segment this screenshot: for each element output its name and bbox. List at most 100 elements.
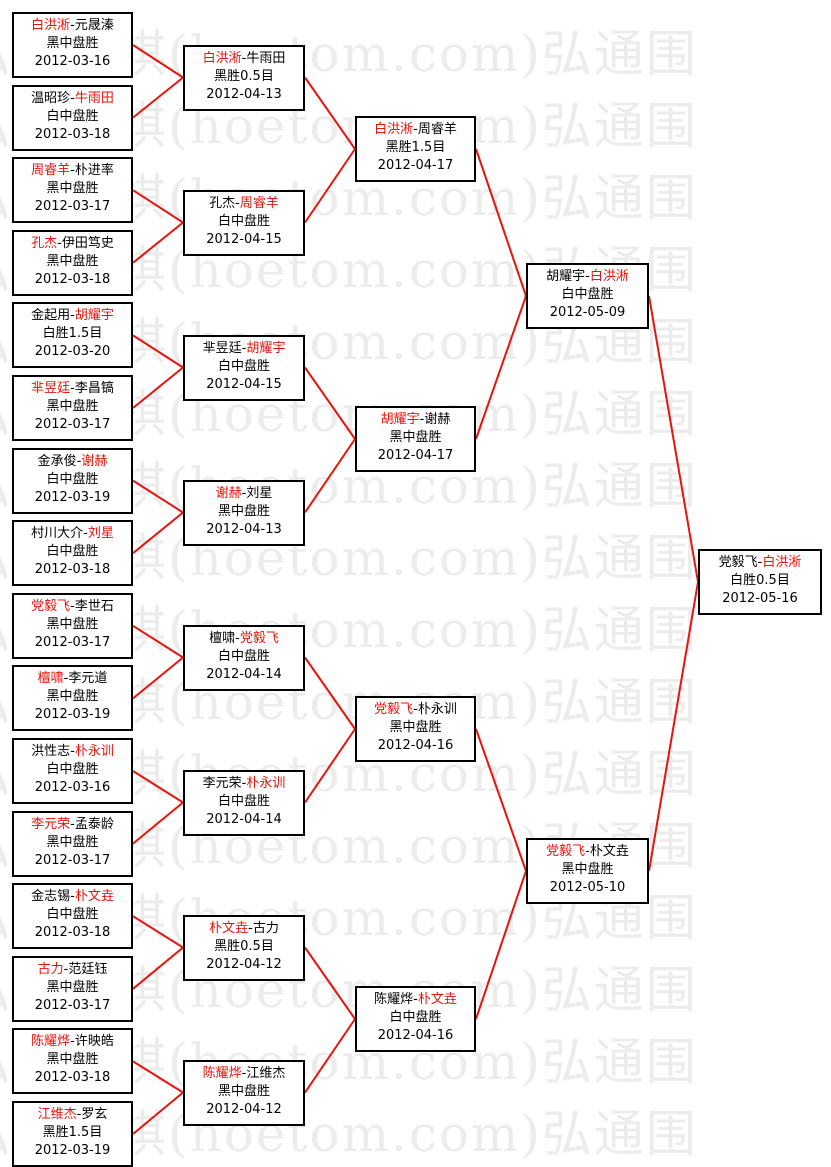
player-separator: - (419, 412, 425, 427)
black-player: 古力 (37, 961, 64, 977)
match-date: 2012-03-19 (34, 707, 111, 723)
match-result: 白中盘胜 (46, 108, 99, 124)
match-date: 2012-03-19 (34, 1143, 111, 1158)
match-result: 黑中盘胜 (46, 616, 99, 632)
player-separator: - (70, 816, 75, 832)
match-date: 2012-03-18 (34, 271, 111, 287)
match-result: 白中盘胜 (46, 471, 99, 487)
match-date: 2012-04-15 (206, 376, 282, 392)
player-separator: - (70, 90, 75, 106)
players-row: 洪性志-朴永训 (14, 743, 131, 761)
match-result: 白中盘胜 (561, 287, 614, 302)
match-result: 白中盘胜 (217, 793, 270, 809)
player-separator: - (70, 18, 75, 33)
player-separator: - (413, 702, 418, 717)
connector-line (132, 44, 184, 79)
white-player: 朴进率 (74, 163, 114, 179)
players-row: 温昭珍-牛雨田 (14, 90, 131, 108)
white-player: 白洪淅 (762, 555, 802, 570)
black-player: 村川大介 (31, 526, 84, 542)
match-result: 黑中盘胜 (217, 1083, 270, 1099)
connector-line (132, 1091, 184, 1135)
players-row: 江维杰-罗玄 (14, 1106, 131, 1124)
match-result: 黑胜0.5目 (214, 68, 274, 84)
white-player: 江维杰 (246, 1065, 286, 1081)
connector-line (132, 334, 184, 369)
match-date: 2012-04-16 (377, 1028, 454, 1043)
match-date: 2012-04-14 (206, 811, 282, 827)
match-result: 黑中盘胜 (389, 720, 442, 735)
connector-line (132, 76, 184, 119)
player-separator: - (76, 1107, 82, 1122)
connector-line (304, 946, 356, 1020)
player-separator: - (57, 235, 62, 251)
match-date: 2012-03-18 (34, 1070, 111, 1086)
white-player: 朴永训 (246, 775, 286, 791)
player-separator: - (83, 526, 88, 542)
white-player: 刘星 (246, 485, 273, 501)
player-separator: - (241, 340, 247, 356)
match-date: 2012-03-17 (34, 634, 111, 650)
players-row: 白洪淅-牛雨田 (185, 50, 303, 68)
match-result: 白中盘胜 (46, 544, 99, 560)
black-player: 李元荣 (31, 816, 71, 832)
connector-line (132, 915, 184, 949)
player-separator: - (70, 598, 75, 614)
white-player: 周睿羊 (239, 195, 279, 211)
players-row: 李元荣-孟泰龄 (14, 816, 131, 834)
match-box: 李元荣-朴永训白中盘胜 2012-04-14 (183, 769, 305, 836)
players-row: 古力-范廷钰 (14, 961, 131, 979)
white-player: 伊田笃史 (61, 235, 114, 251)
match-result: 白中盘胜 (46, 762, 99, 777)
match-result: 黑中盘胜 (46, 399, 99, 414)
black-player: 檀啸 (37, 671, 64, 687)
connector-line (304, 76, 356, 150)
white-player: 朴永训 (74, 744, 114, 759)
player-separator: - (241, 775, 247, 791)
match-result: 黑中盘胜 (46, 689, 99, 705)
match-result: 白中盘胜 (217, 358, 270, 374)
match-box: 陈耀烨-江维杰黑中盘胜 2012-04-12 (183, 1059, 305, 1126)
match-date: 2012-05-09 (549, 305, 626, 320)
black-player: 江维杰 (37, 1107, 77, 1122)
black-player: 胡耀宇 (546, 269, 586, 284)
match-date: 2012-04-16 (377, 738, 454, 753)
players-row: 周睿羊-朴进率 (14, 162, 131, 180)
white-player: 古力 (252, 920, 279, 936)
players-row: 芈昱廷-胡耀宇 (185, 340, 303, 358)
match-result: 黑中盘胜 (46, 36, 99, 51)
white-player: 朴文垚 (74, 889, 114, 905)
player-separator: - (63, 961, 69, 977)
players-row: 李元荣-朴永训 (185, 775, 303, 793)
players-row: 党毅飞-朴永训 (357, 701, 474, 719)
match-date: 2012-04-12 (206, 956, 282, 972)
black-player: 陈耀烨 (202, 1065, 242, 1081)
match-result: 白中盘胜 (217, 213, 270, 229)
match-result: 黑中盘胜 (46, 181, 99, 197)
match-result: 黑胜0.5目 (214, 938, 274, 954)
white-player: 白洪淅 (589, 269, 629, 284)
match-date: 2012-03-17 (34, 417, 111, 432)
players-row: 金志锡-朴文垚 (14, 888, 131, 906)
match-date: 2012-04-12 (206, 1101, 282, 1117)
match-result: 黑中盘胜 (46, 253, 99, 269)
players-row: 陈耀烨-江维杰 (185, 1065, 303, 1083)
connector-line (132, 1060, 184, 1094)
black-player: 金承俊 (37, 453, 77, 469)
white-player: 许映皓 (74, 1034, 114, 1050)
connector-line (475, 870, 527, 1020)
connector-line (475, 295, 527, 440)
